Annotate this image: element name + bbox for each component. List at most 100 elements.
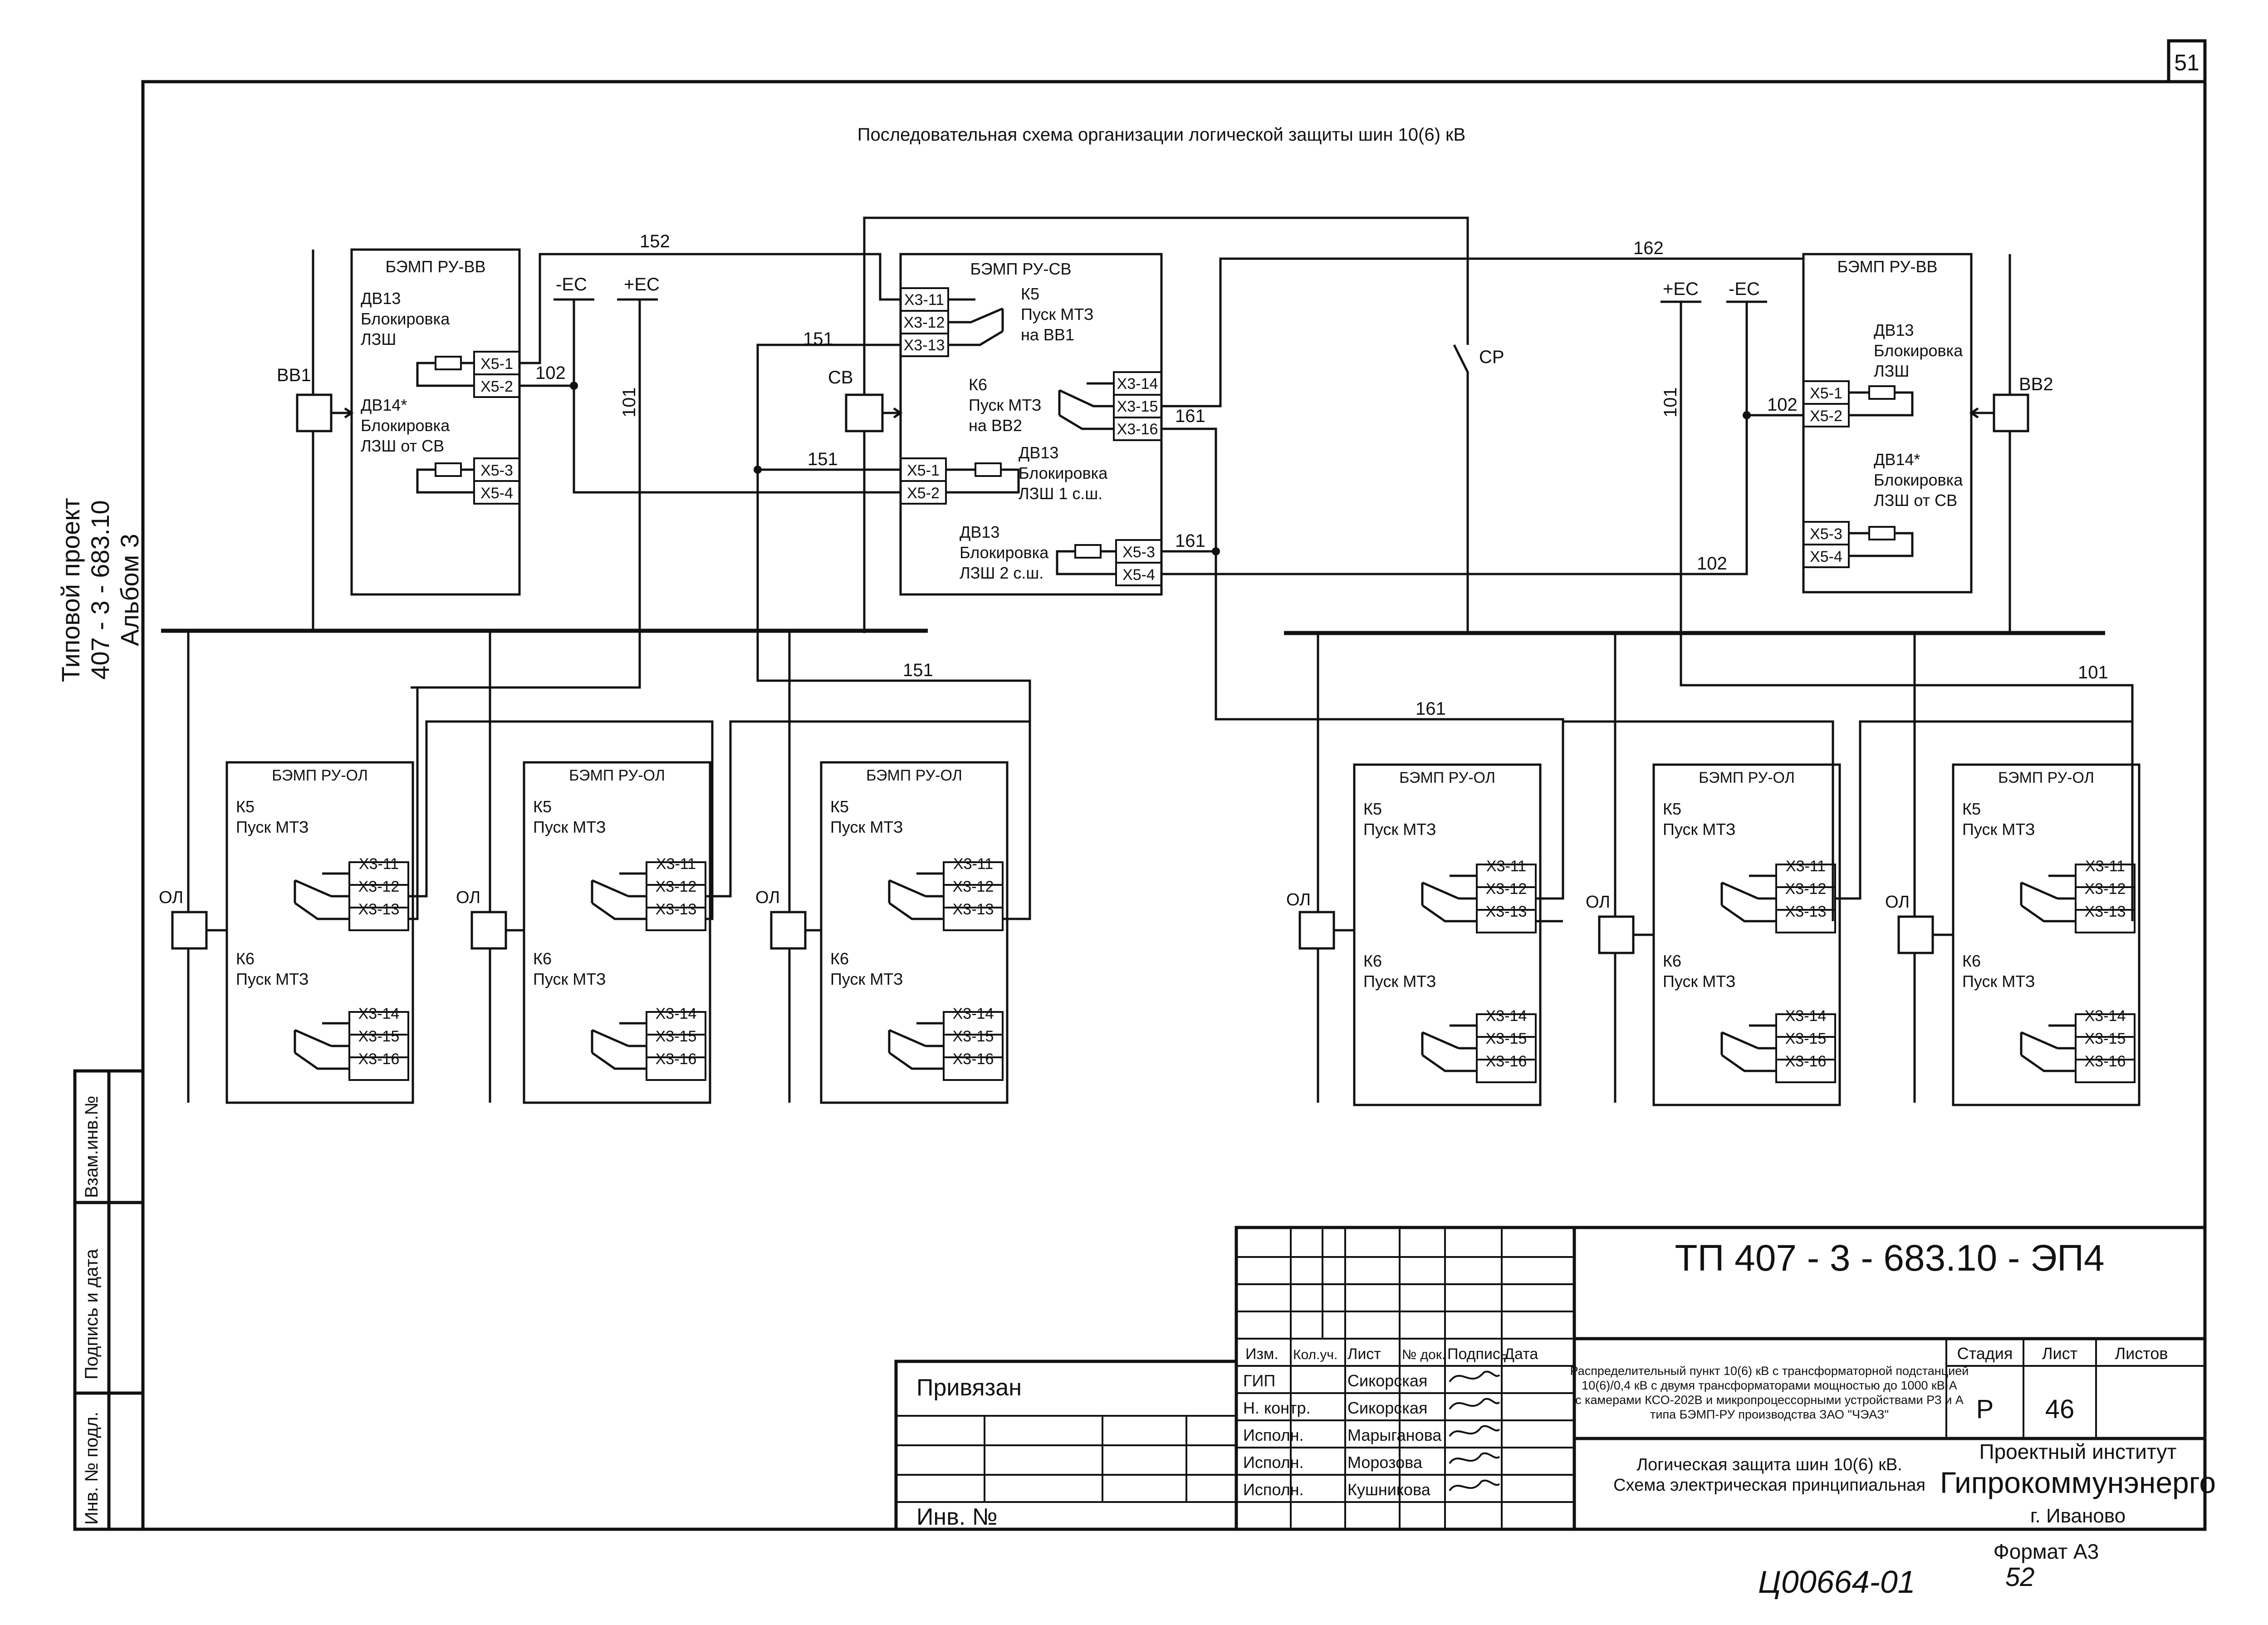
svg-text:ДВ13: ДВ13 xyxy=(1019,443,1058,462)
svg-text:161: 161 xyxy=(1416,699,1446,719)
svg-text:ОЛ: ОЛ xyxy=(159,888,183,907)
side-table-cell-3: Инв. № подл. xyxy=(82,1412,102,1525)
handwritten-code: Ц00664-01 xyxy=(1758,1564,1915,1600)
svg-text:Лист: Лист xyxy=(2042,1344,2077,1363)
svg-text:Х3-15: Х3-15 xyxy=(358,1028,400,1045)
svg-text:БЭМП РУ-ОЛ: БЭМП РУ-ОЛ xyxy=(1998,769,2094,786)
svg-text:Х3-11: Х3-11 xyxy=(656,855,696,873)
svg-text:БЭМП РУ-ОЛ: БЭМП РУ-ОЛ xyxy=(272,767,368,784)
svg-text:Исполн.: Исполн. xyxy=(1243,1480,1304,1499)
drawing-code: ТП 407 - 3 - 683.10 - ЭП4 xyxy=(1675,1237,2104,1279)
format-label: Формат А3 xyxy=(1994,1540,2099,1563)
svg-text:Х3-15: Х3-15 xyxy=(656,1028,697,1045)
svg-text:Х5-2: Х5-2 xyxy=(1810,407,1842,425)
svg-text:Исполн.: Исполн. xyxy=(1243,1426,1304,1444)
svg-text:Х3-12: Х3-12 xyxy=(656,878,697,895)
svg-text:К5: К5 xyxy=(1663,800,1681,818)
svg-text:типа БЭМП-РУ производства ЗАО: типа БЭМП-РУ производства ЗАО "ЧЭАЗ" xyxy=(1650,1408,1889,1421)
svg-text:ОЛ: ОЛ xyxy=(1286,890,1311,909)
svg-text:Х3-15: Х3-15 xyxy=(953,1028,994,1045)
svg-text:Х5-3: Х5-3 xyxy=(1810,525,1842,543)
svg-text:Пуск МТЗ: Пуск МТЗ xyxy=(1363,972,1436,991)
side-table-cell-2: Подпись и дата xyxy=(82,1249,102,1380)
svg-text:ЛЗШ 2 с.ш.: ЛЗШ 2 с.ш. xyxy=(960,564,1043,582)
svg-text:ЛЗШ: ЛЗШ xyxy=(361,330,396,349)
side-table-cell-1: Взам.инв.№ xyxy=(82,1095,102,1198)
svg-text:К5: К5 xyxy=(1363,800,1382,818)
svg-text:Х3-12: Х3-12 xyxy=(1486,880,1527,898)
svg-text:Х5-4: Х5-4 xyxy=(1122,566,1155,584)
svg-text:Блокировка: Блокировка xyxy=(361,416,450,435)
svg-text:Сикорская: Сикорская xyxy=(1347,1371,1427,1390)
svg-text:46: 46 xyxy=(2045,1394,2075,1424)
svg-text:+ЕС: +ЕС xyxy=(1663,279,1699,299)
ru-sv: БЭМП РУ-СВ Х3-11 Х3-12 Х3-13 К5 Пуск МТЗ… xyxy=(899,253,1163,596)
ru-ol-3: ОЛ БЭМП РУ-ОЛ К5 Пуск МТЗ К6 Пуск МТЗ Х3… xyxy=(755,762,1007,1103)
svg-text:Х3-14: Х3-14 xyxy=(358,1005,400,1022)
svg-text:Х3-13: Х3-13 xyxy=(904,337,945,354)
svg-text:Подпись: Подпись xyxy=(1447,1345,1509,1363)
svg-text:101: 101 xyxy=(619,387,639,417)
ru-ol-1: ОЛ БЭМП РУ-ОЛ К5 Пуск МТЗ К6 Пуск МТЗ Х3… xyxy=(159,762,413,1103)
svg-text:Кушникова: Кушникова xyxy=(1347,1480,1431,1499)
ru-ol-2: ОЛ БЭМП РУ-ОЛ К5 Пуск МТЗ К6 Пуск МТЗ Х3… xyxy=(456,762,710,1103)
ru-sv-title: БЭМП РУ-СВ xyxy=(970,260,1071,278)
svg-text:К6: К6 xyxy=(969,375,987,394)
svg-text:на ВВ2: на ВВ2 xyxy=(969,416,1022,435)
svg-text:Х3-16: Х3-16 xyxy=(1785,1053,1827,1070)
svg-text:Н. контр.: Н. контр. xyxy=(1243,1399,1311,1417)
svg-text:К6: К6 xyxy=(1962,952,1981,970)
svg-text:Х3-11: Х3-11 xyxy=(953,855,993,873)
svg-text:БЭМП РУ-ОЛ: БЭМП РУ-ОЛ xyxy=(1399,769,1495,786)
svg-text:Х3-13: Х3-13 xyxy=(358,901,400,918)
svg-text:Пуск МТЗ: Пуск МТЗ xyxy=(969,396,1042,414)
svg-text:Х3-13: Х3-13 xyxy=(1785,903,1827,920)
svg-text:Дата: Дата xyxy=(1504,1345,1538,1363)
svg-text:К5: К5 xyxy=(1962,800,1981,818)
svg-text:102: 102 xyxy=(535,363,566,383)
svg-text:ЛЗШ 1 с.ш.: ЛЗШ 1 с.ш. xyxy=(1019,484,1102,503)
svg-text:Х3-16: Х3-16 xyxy=(358,1051,400,1068)
svg-text:Х3-13: Х3-13 xyxy=(1486,903,1527,920)
ru-ol-6: ОЛ БЭМП РУ-ОЛ К5 Пуск МТЗ К6 Пуск МТЗ Х3… xyxy=(1885,765,2139,1105)
svg-text:Х3-11: Х3-11 xyxy=(359,855,399,873)
svg-text:К6: К6 xyxy=(533,949,552,968)
svg-text:Х3-14: Х3-14 xyxy=(2085,1007,2126,1025)
svg-text:Х3-16: Х3-16 xyxy=(1486,1053,1527,1070)
svg-text:Х3-11: Х3-11 xyxy=(1486,858,1526,875)
svg-text:Х3-16: Х3-16 xyxy=(2085,1053,2126,1070)
svg-text:Пуск МТЗ: Пуск МТЗ xyxy=(533,818,606,836)
svg-text:Привязан: Привязан xyxy=(916,1375,1022,1401)
svg-text:Блокировка: Блокировка xyxy=(1019,464,1108,482)
svg-text:ЛЗШ от СВ: ЛЗШ от СВ xyxy=(361,437,444,455)
svg-text:151: 151 xyxy=(808,449,838,469)
svg-text:Блокировка: Блокировка xyxy=(1874,471,1963,489)
svg-text:Распределительный пункт 10(6): Распределительный пункт 10(6) кВ с транс… xyxy=(1570,1364,1969,1378)
svg-text:БЭМП РУ-ОЛ: БЭМП РУ-ОЛ xyxy=(1699,769,1795,786)
ru-vv-right: БЭМП РУ-ВВ ДВ13 Блокировка ЛЗШ ДВ14* Бло… xyxy=(1802,253,1973,594)
svg-text:Блокировка: Блокировка xyxy=(960,543,1049,562)
svg-text:ЛЗШ от СВ: ЛЗШ от СВ xyxy=(1874,491,1957,510)
svg-text:Пуск МТЗ: Пуск МТЗ xyxy=(1962,972,2035,991)
svg-text:-ЕС: -ЕС xyxy=(1729,279,1760,299)
svg-text:Х3-15: Х3-15 xyxy=(1486,1030,1527,1047)
ru-vv-right-title: БЭМП РУ-ВВ xyxy=(1837,257,1937,276)
svg-text:Х3-14: Х3-14 xyxy=(1117,375,1158,393)
svg-text:Логическая защита шин 10(6) кВ: Логическая защита шин 10(6) кВ. xyxy=(1636,1455,1902,1474)
svg-text:БЭМП РУ-ОЛ: БЭМП РУ-ОЛ xyxy=(866,767,962,784)
svg-text:Х5-4: Х5-4 xyxy=(1810,548,1842,565)
svg-text:ЛЗШ: ЛЗШ xyxy=(1874,362,1909,380)
side-stamp-line2: 407 - 3 - 683.10 xyxy=(86,500,114,679)
svg-text:Пуск МТЗ: Пуск МТЗ xyxy=(236,970,309,988)
svg-text:Х3-13: Х3-13 xyxy=(2085,903,2126,920)
svg-text:Х3-14: Х3-14 xyxy=(1486,1007,1527,1025)
svg-text:г. Иваново: г. Иваново xyxy=(2030,1505,2126,1527)
svg-text:Пуск МТЗ: Пуск МТЗ xyxy=(1021,305,1094,324)
svg-text:К5: К5 xyxy=(830,797,849,816)
svg-text:БЭМП РУ-ОЛ: БЭМП РУ-ОЛ xyxy=(569,767,665,784)
sv-label: СВ xyxy=(828,368,853,388)
svg-text:Х3-15: Х3-15 xyxy=(1117,398,1158,415)
ru-vv-left: БЭМП РУ-ВВ ДВ13 Блокировка ЛЗШ ДВ14* Бло… xyxy=(350,248,521,596)
svg-text:ОЛ: ОЛ xyxy=(755,888,780,907)
